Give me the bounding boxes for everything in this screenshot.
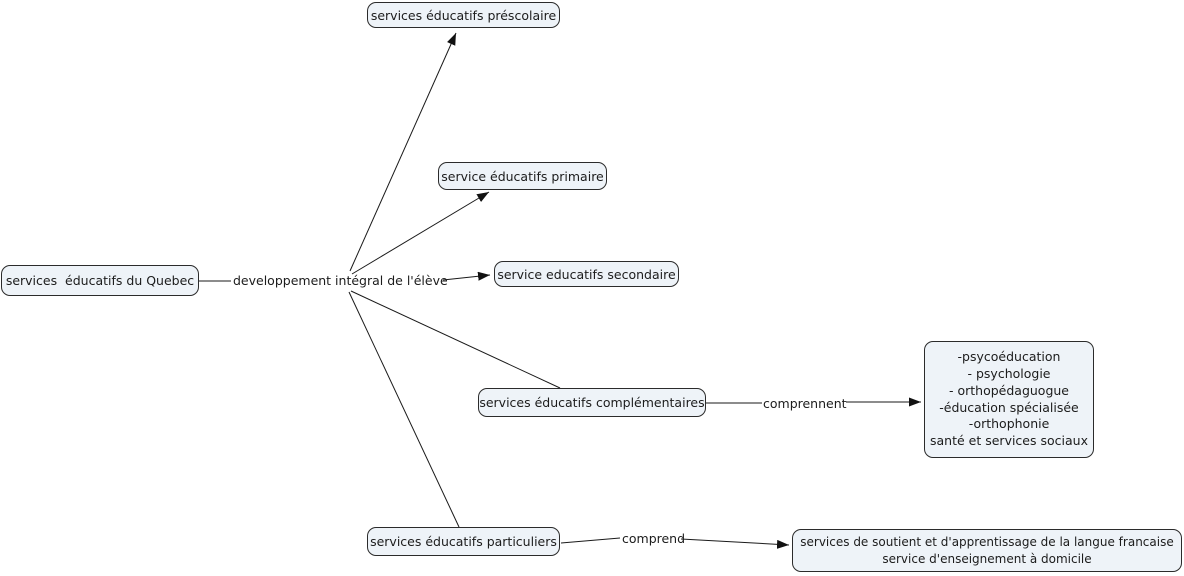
detail-line-enseignement-domicile: service d'enseignement à domicile bbox=[882, 551, 1092, 566]
edge-particuliers-to-comprend bbox=[560, 537, 621, 544]
list-line-orthophonie: -orthophonie bbox=[968, 416, 1050, 432]
node-services-educatifs-prescolaire[interactable]: services éducatifs préscolaire bbox=[367, 2, 560, 28]
link-label-comprend[interactable]: comprend bbox=[622, 531, 686, 546]
edge-developpement-to-primaire bbox=[351, 191, 490, 275]
node-particuliers-detail[interactable]: services de soutient et d'apprentissage … bbox=[792, 529, 1182, 572]
link-label-developpement-integral[interactable]: developpement intégral de l'élève bbox=[233, 273, 448, 288]
node-service-educatifs-primaire[interactable]: service éducatifs primaire bbox=[438, 162, 607, 190]
node-services-educatifs-du-quebec[interactable]: services éducatifs du Quebec bbox=[1, 265, 199, 296]
list-line-education-specialisee: -éducation spécialisée bbox=[939, 399, 1079, 415]
edge-developpement-to-secondaire bbox=[442, 271, 491, 281]
list-line-sante-services-sociaux: santé et services sociaux bbox=[930, 433, 1088, 449]
detail-line-soutien-langue-francaise: services de soutient et d'apprentissage … bbox=[800, 534, 1174, 549]
list-line-orthopedagogue: - orthopédaguogue bbox=[948, 382, 1069, 398]
edge-comprend-to-particuliers-detail bbox=[680, 538, 790, 549]
list-line-psycoeducation: -psycoéducation bbox=[957, 349, 1061, 365]
edge-developpement-to-prescolaire bbox=[349, 32, 457, 272]
link-label-comprennent[interactable]: comprennent bbox=[763, 396, 847, 411]
node-services-educatifs-particuliers[interactable]: services éducatifs particuliers bbox=[367, 527, 560, 556]
node-service-educatifs-secondaire[interactable]: service educatifs secondaire bbox=[494, 261, 679, 287]
edge-developpement-to-complementaires bbox=[350, 290, 561, 389]
list-line-psychologie: - psychologie bbox=[967, 365, 1051, 381]
node-services-educatifs-complementaires[interactable]: services éducatifs complémentaires bbox=[478, 388, 706, 417]
node-complement-services-list[interactable]: -psycoéducation - psychologie - orthopéd… bbox=[924, 341, 1094, 458]
edge-developpement-to-particuliers bbox=[348, 291, 460, 528]
